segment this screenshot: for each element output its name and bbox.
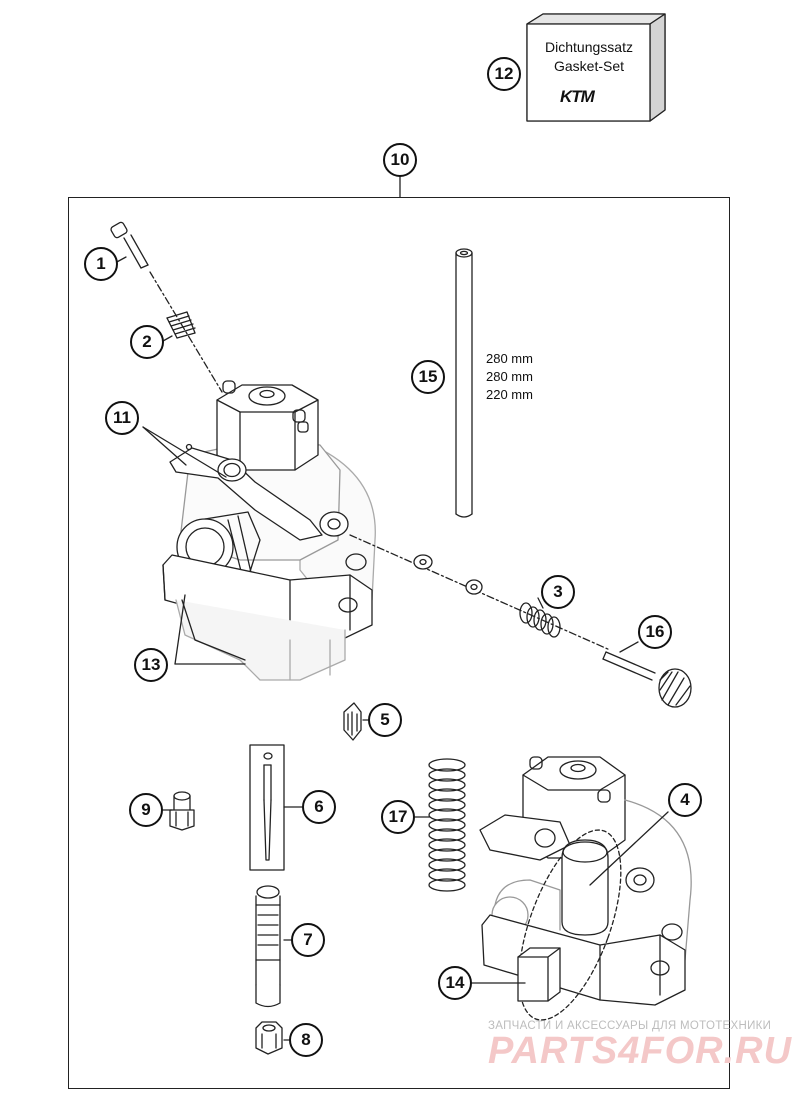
tube-length-1: 280 mm xyxy=(486,351,533,366)
callout-16: 16 xyxy=(638,615,672,649)
part-8-jet xyxy=(255,1021,283,1055)
part-7-needle-jet xyxy=(255,885,281,1008)
callout-5: 5 xyxy=(368,703,402,737)
callout-6: 6 xyxy=(302,790,336,824)
washer-1 xyxy=(413,554,433,570)
part-1-screw xyxy=(110,221,149,269)
part-15-tube xyxy=(455,248,473,518)
callout-3: 3 xyxy=(541,575,575,609)
callout-8: 8 xyxy=(289,1023,323,1057)
lower-carburetor xyxy=(479,756,692,1021)
tube-length-2: 280 mm xyxy=(486,369,533,384)
callout-12: 12 xyxy=(487,57,521,91)
part-17-spring xyxy=(428,758,466,892)
carburetor-kit-frame xyxy=(68,197,730,1089)
part-16-adjuster-screw xyxy=(602,651,692,708)
callout-4: 4 xyxy=(668,783,702,817)
watermark-tagline: ЗАПЧАСТИ И АКСЕССУАРЫ ДЛЯ МОТОТЕХНИКИ xyxy=(488,1020,772,1032)
callout-10: 10 xyxy=(383,143,417,177)
part-6-jet-needle xyxy=(249,744,305,871)
callout-15: 15 xyxy=(411,360,445,394)
callout-2: 2 xyxy=(130,325,164,359)
callout-11: 11 xyxy=(105,401,139,435)
callout-7: 7 xyxy=(291,923,325,957)
callout-1: 1 xyxy=(84,247,118,281)
ktm-logo: KTM xyxy=(560,87,595,106)
gasket-set-subtitle: Gasket-Set xyxy=(553,58,625,74)
callout-13: 13 xyxy=(134,648,168,682)
gasket-set-title: Dichtungssatz xyxy=(545,39,633,55)
tube-length-3: 220 mm xyxy=(486,387,533,402)
callout-17: 17 xyxy=(381,800,415,834)
callout-14: 14 xyxy=(438,966,472,1000)
part-5-float-needle xyxy=(343,702,362,741)
part-3-spring xyxy=(519,602,561,638)
callout-9: 9 xyxy=(129,793,163,827)
part-9-jet xyxy=(169,791,195,831)
watermark-logo: PARTS4FOR.RU xyxy=(488,1030,793,1072)
carburetor-assembly xyxy=(162,380,376,681)
part-2-spring xyxy=(166,311,196,339)
gasket-set-box xyxy=(526,13,666,122)
